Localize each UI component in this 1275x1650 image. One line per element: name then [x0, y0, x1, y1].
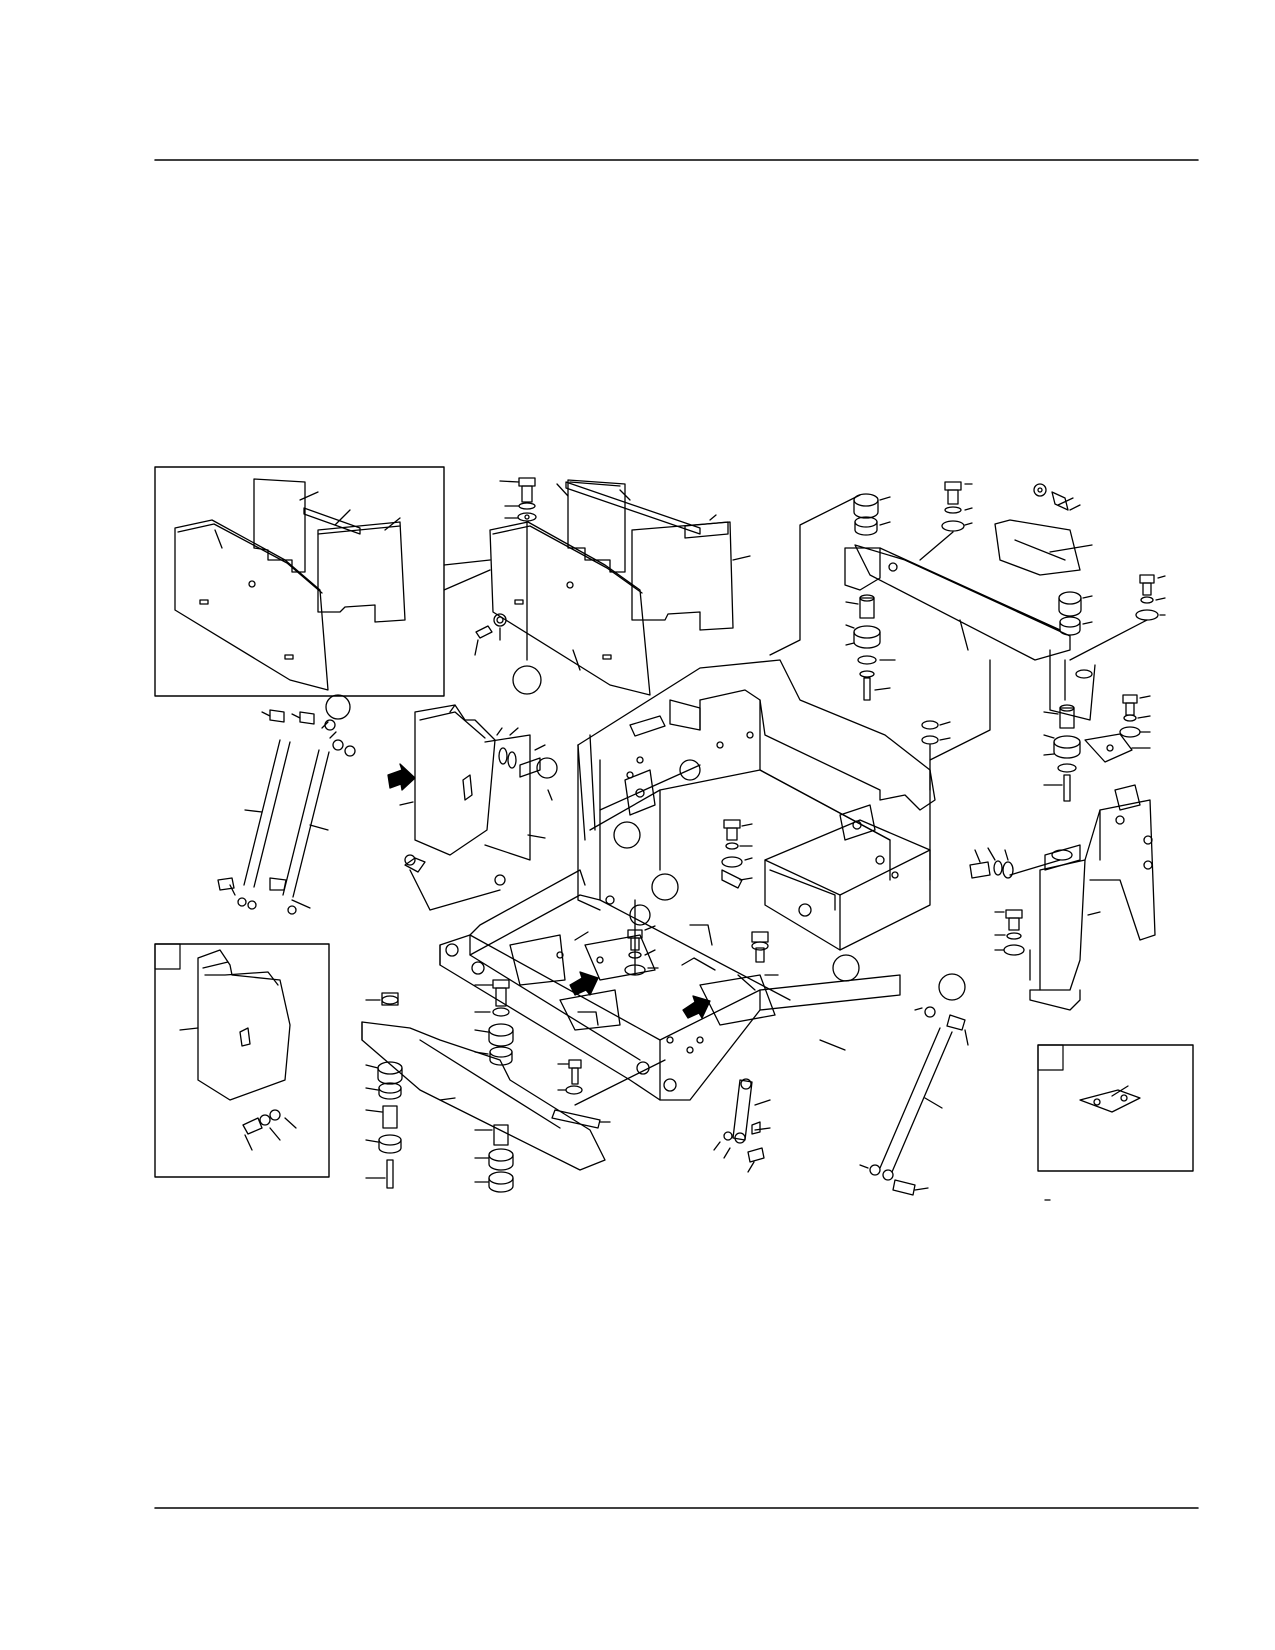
right-upright	[921, 694, 1156, 1011]
front-mounts-left	[361, 979, 666, 1193]
chassis-frame	[439, 494, 991, 1101]
seat-panels	[489, 479, 751, 696]
gas-spring-right	[859, 973, 969, 1196]
bolt-stack-center	[474, 477, 542, 695]
inset-panel-detail	[154, 466, 491, 697]
inset-cover-detail	[154, 943, 330, 1178]
arrow-icon-center-right	[682, 995, 711, 1019]
inset-plate-detail	[1037, 1044, 1194, 1172]
leader-lines	[959, 504, 1093, 1201]
arrow-icon-center-left	[569, 971, 599, 996]
center-fasteners	[569, 820, 779, 1026]
rear-cross-member	[844, 481, 1166, 721]
arrow-icon	[387, 763, 416, 791]
gas-springs-left	[217, 694, 356, 915]
side-cover	[387, 704, 558, 911]
lower-links	[713, 1078, 771, 1173]
